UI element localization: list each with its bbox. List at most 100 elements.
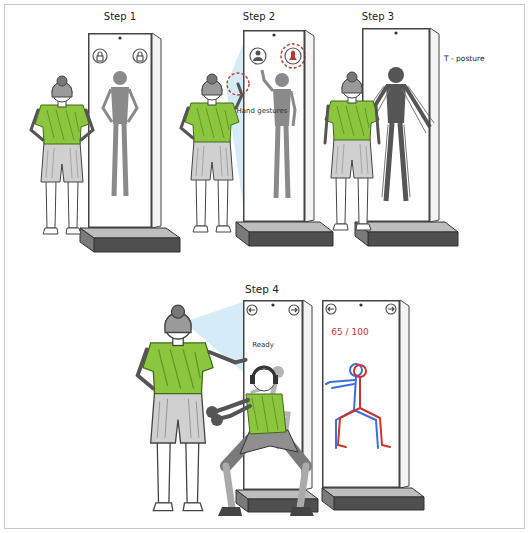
nav-arrow (247, 304, 396, 315)
pose-skeleton (336, 377, 378, 448)
squatting-person (206, 367, 314, 516)
person-figure (35, 76, 89, 234)
t-pose-silhouette (382, 125, 410, 197)
t-pose-silhouette (386, 123, 406, 201)
t-pose-silhouette (388, 67, 404, 83)
menu-icon (250, 48, 266, 64)
ghost-pose (252, 366, 293, 448)
screen-outline (322, 300, 400, 488)
squatting-person (246, 394, 286, 434)
squatting-person (252, 396, 278, 432)
menu-icon (250, 44, 305, 68)
screen-silhouette (114, 124, 126, 196)
mirror-stand (249, 232, 333, 246)
menu-icon (285, 48, 301, 64)
ghost-pose (272, 366, 284, 378)
mirror-screen: Step 1 (88, 33, 152, 228)
mirror-stand (322, 488, 424, 497)
squatting-person (240, 430, 298, 454)
mirror-screen: Ready (243, 300, 303, 490)
squatting-person (290, 507, 314, 516)
nav-arrow (388, 307, 394, 311)
squatting-person (273, 375, 278, 384)
lock-icon (133, 49, 147, 63)
mirror-stand (80, 228, 94, 252)
screen-outline (243, 300, 303, 490)
pose-skeleton (326, 364, 390, 448)
mirror-stand (236, 490, 248, 512)
mirror-stand (236, 490, 318, 499)
menu-icon (289, 51, 297, 61)
nav-arrow (249, 308, 255, 312)
mirror-stand (118, 36, 121, 39)
person-figure (325, 72, 379, 230)
mirror-stand (248, 499, 318, 512)
squatting-person (218, 507, 242, 516)
lock-icon (98, 52, 102, 56)
page-frame (5, 5, 525, 529)
screen-outline (323, 301, 400, 488)
person-figure (143, 305, 213, 510)
pose-skeleton (354, 365, 366, 377)
person-figure (138, 305, 246, 510)
mirror-stand (322, 488, 334, 510)
screen-text: T - posture (444, 55, 485, 63)
gesture-marker (227, 73, 249, 95)
nav-arrow (386, 304, 396, 314)
mirror-stand (355, 222, 368, 246)
screen-text: 65 / 100 (331, 328, 368, 338)
mirror-stand (334, 497, 424, 510)
screen-silhouette (275, 73, 289, 87)
mirror-stand (305, 30, 314, 222)
step-heading: Step 3 (362, 11, 394, 22)
t-pose-silhouette (358, 67, 434, 201)
lock-icon (93, 49, 147, 63)
person-figure (138, 349, 246, 388)
mirror-stand (430, 28, 439, 222)
pose-skeleton (338, 445, 390, 447)
lock-icon (138, 52, 142, 56)
squatting-person (253, 367, 275, 378)
screen-outline (244, 31, 305, 222)
mirror-stand (80, 28, 458, 512)
person-figure (185, 74, 239, 232)
nav-arrow (328, 307, 334, 311)
screen-outline (362, 28, 430, 222)
lock-icon (93, 49, 107, 63)
pose-skeleton (338, 378, 382, 445)
squatting-person (226, 440, 250, 466)
mirror-screen: 65 / 100 (322, 300, 400, 488)
person-figure (31, 76, 93, 234)
ghost-pose (266, 414, 282, 448)
screen-outline (88, 33, 152, 228)
mirror-stand (236, 222, 333, 232)
nav-arrow (247, 305, 257, 315)
squatting-person (253, 369, 275, 391)
squatting-person (285, 440, 306, 466)
screen-outline (363, 29, 430, 222)
nav-arrow (291, 308, 297, 312)
lock-icon (97, 56, 103, 61)
screen-silhouette (113, 71, 127, 85)
screen-text: Ready (252, 342, 274, 350)
squatting-person (206, 406, 218, 418)
mirror-stand (368, 232, 458, 246)
light-beam (226, 44, 243, 205)
menu-icon (253, 57, 263, 61)
mirror-stand (303, 300, 312, 490)
screen-silhouette (276, 126, 288, 198)
screen-silhouette (273, 89, 291, 126)
mirror-stand (394, 31, 397, 34)
annotation: Hand gestures (237, 108, 288, 116)
person-figure (31, 110, 93, 140)
menu-icon (281, 44, 305, 68)
lock-icon (137, 56, 143, 61)
mirror-stand (272, 33, 275, 36)
menu-icon (256, 51, 261, 56)
